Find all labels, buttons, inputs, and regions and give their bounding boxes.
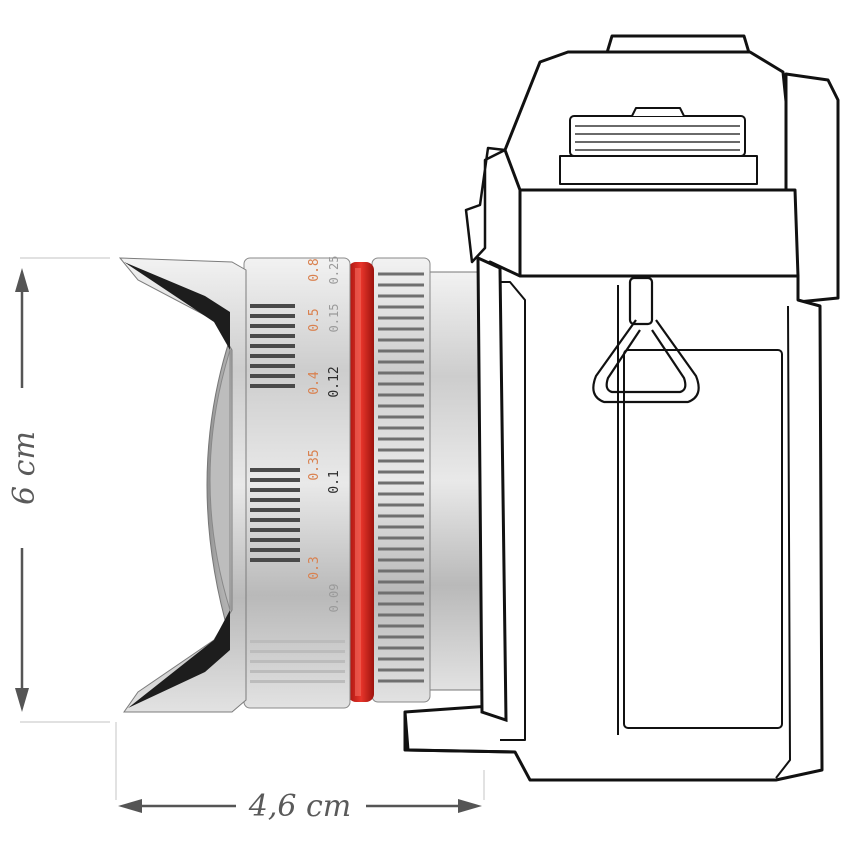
grip	[464, 146, 507, 264]
aperture-ring	[371, 257, 431, 703]
lens: 0.8 0.5 0.4 0.35 0.3 0.25 0.15 0.12 0.1 0.09	[118, 256, 508, 723]
scale-ft-label: 0.3	[307, 556, 322, 579]
scale-ft-label: 0.4	[307, 371, 322, 395]
camera-body	[403, 34, 840, 782]
scale-ft-label: 0.5	[307, 308, 322, 331]
scale-m-label: 0.12	[327, 366, 342, 397]
aperture-knurl	[378, 272, 424, 683]
scale-ft-label: 0.35	[307, 449, 322, 480]
focus-grip-lower	[250, 468, 300, 562]
lcd-door	[623, 349, 783, 729]
dimension-guides	[20, 257, 485, 800]
focus-grip-upper	[250, 304, 295, 388]
length-arrow	[118, 799, 482, 813]
scale-m-label: 0.25	[327, 256, 341, 285]
height-label: 6 cm	[7, 431, 42, 505]
scale-m-label: 0.15	[327, 304, 341, 333]
height-arrow	[15, 268, 29, 712]
strap-lug-icon	[592, 276, 700, 404]
scale-ft-label: 0.8	[307, 258, 322, 281]
distance-scale: 0.8 0.5 0.4 0.35 0.3 0.25 0.15 0.12 0.1 0.09	[307, 256, 342, 613]
scale-m-label: 0.09	[327, 584, 341, 613]
scale-m-label: 0.1	[327, 470, 342, 493]
length-label: 4,6 cm	[248, 789, 352, 824]
